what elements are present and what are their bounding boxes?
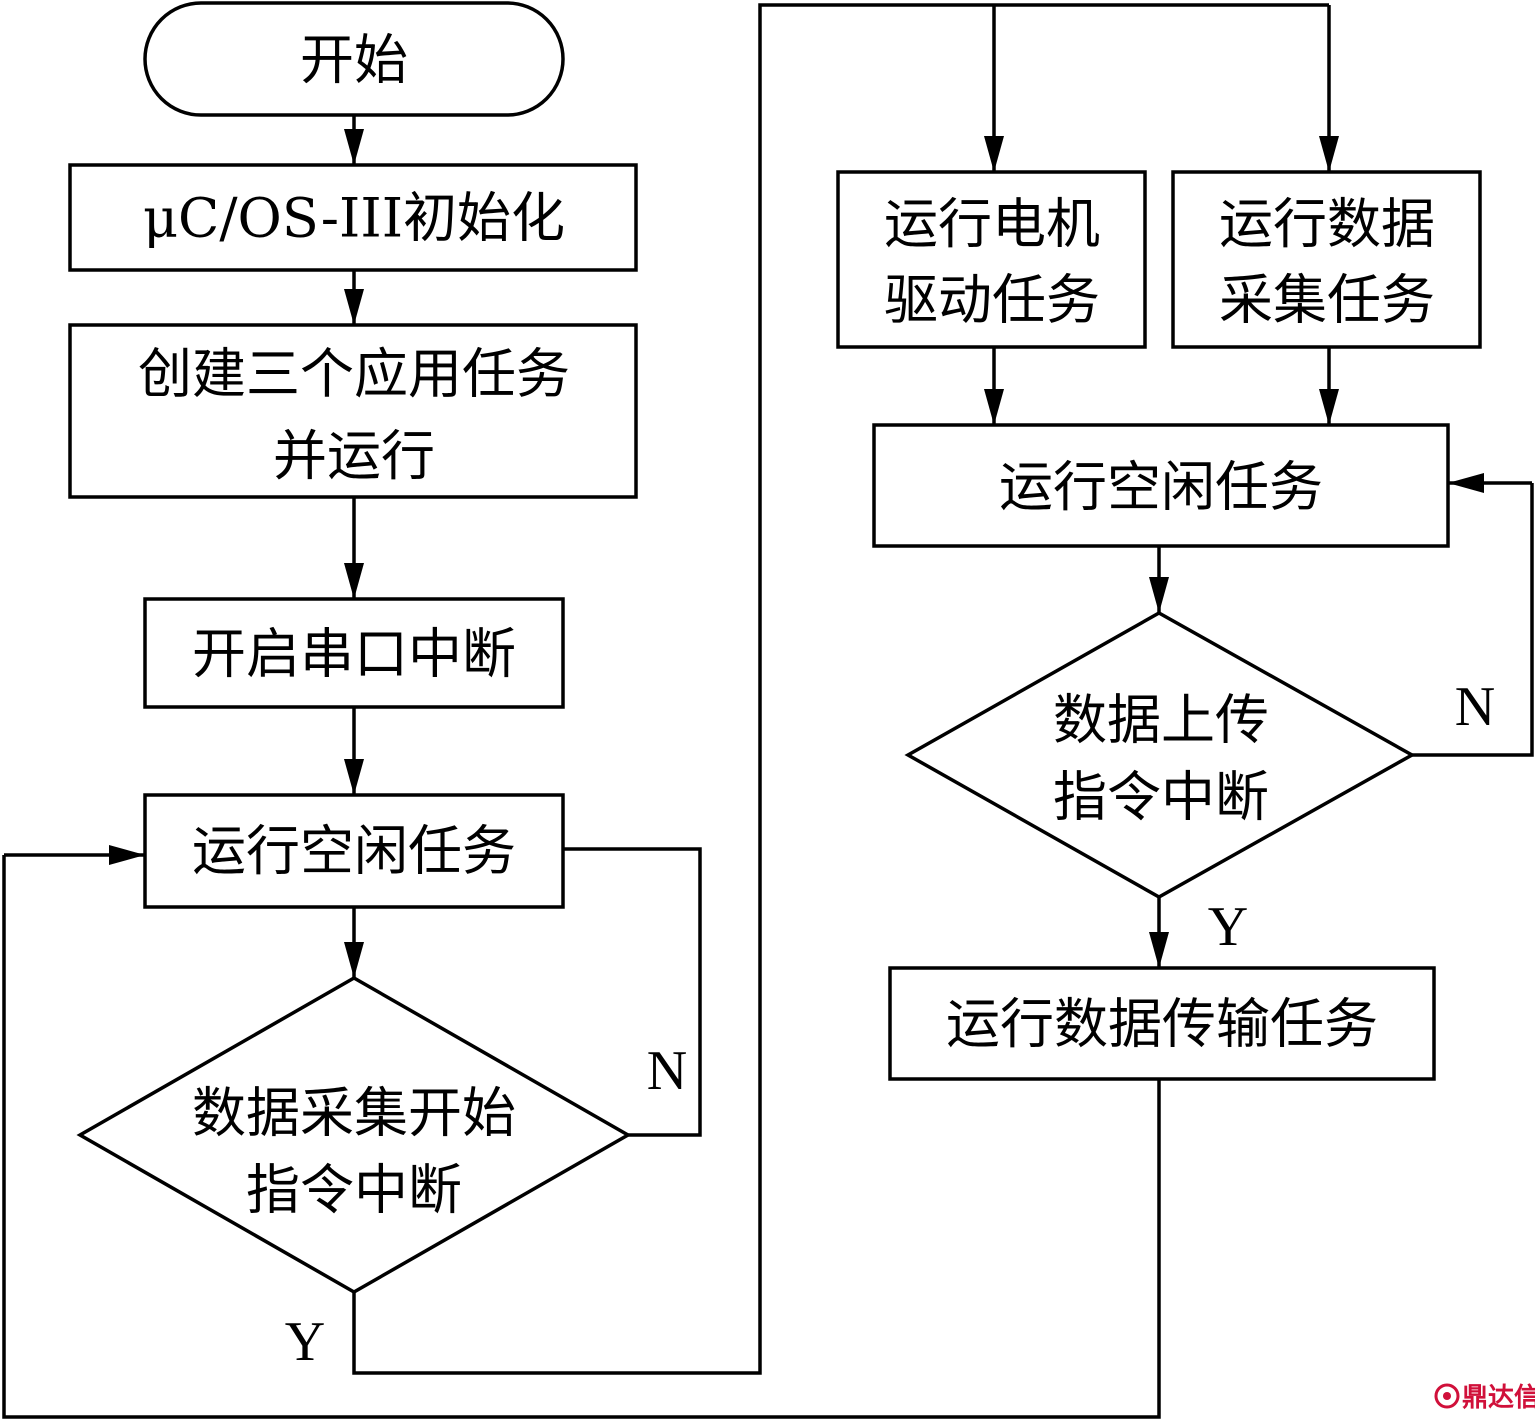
decision-upload-label-2: 指令中断 [1053, 766, 1269, 829]
acquisition-task-label-1: 运行数据 [1219, 193, 1435, 256]
connector-left-yes [352, 3, 1329, 1375]
decision-upload [904, 610, 1416, 900]
start-label: 开始 [300, 29, 408, 92]
idle-task-label-left: 运行空闲任务 [192, 820, 516, 883]
motor-task-label-2: 驱动任务 [884, 269, 1100, 332]
watermark-text: 鼎达信 [1462, 1383, 1535, 1413]
right-no-label: N [1455, 676, 1495, 738]
uart-interrupt-label: 开启串口中断 [192, 623, 516, 686]
transfer-task-box [888, 966, 1436, 1081]
right-yes-label: Y [1208, 896, 1248, 958]
watermark-logo-dot-icon [1443, 1392, 1451, 1400]
acquisition-task-box [1171, 170, 1482, 349]
transfer-task-label: 运行数据传输任务 [946, 993, 1378, 1056]
left-yes-label: Y [285, 1311, 325, 1373]
decision-acquisition-label-2: 指令中断 [246, 1159, 462, 1222]
init-label: μC/OS-III初始化 [143, 187, 565, 250]
decision-upload-label-1: 数据上传 [1053, 689, 1269, 752]
connector-left-no-loop [563, 847, 702, 1137]
connector-transfer-return [2, 855, 1161, 1419]
acquisition-task-label-2: 采集任务 [1219, 269, 1435, 332]
idle-task-label-right: 运行空闲任务 [999, 456, 1323, 519]
create-tasks-label-2: 并运行 [273, 425, 435, 488]
motor-task-box [836, 170, 1147, 349]
watermark: 鼎达信 [1434, 1383, 1535, 1413]
motor-task-label-1: 运行电机 [884, 193, 1100, 256]
watermark-logo-icon [1434, 1383, 1460, 1409]
create-tasks-label-1: 创建三个应用任务 [138, 343, 570, 406]
connector-right-no-loop [1412, 483, 1534, 757]
decision-acquisition-label-1: 数据采集开始 [192, 1082, 516, 1145]
left-no-label: N [647, 1040, 687, 1102]
